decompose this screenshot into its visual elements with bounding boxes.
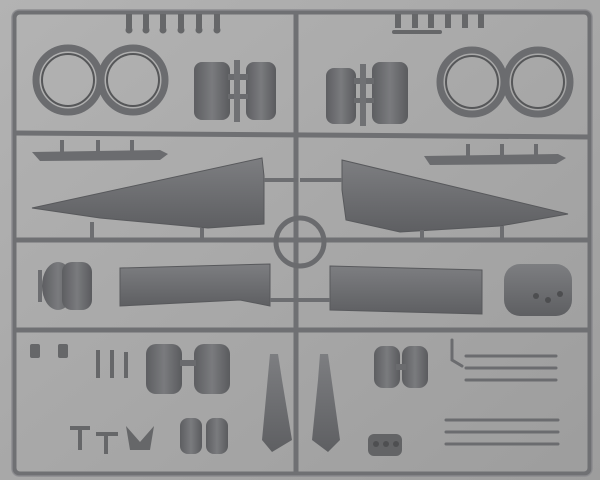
middle-gate-left (270, 298, 300, 302)
right-long-panel (341, 159, 569, 233)
left-fin (262, 354, 292, 452)
left-intake-ring-inner (41, 53, 160, 107)
top-left-skid (32, 140, 168, 161)
bottom-right-rods (444, 338, 560, 446)
bottom-center-cluster (368, 434, 402, 456)
left-engine-part (38, 262, 92, 310)
middle-gate-right (300, 298, 330, 302)
panel-gates (90, 178, 504, 240)
top-right-skid (424, 144, 566, 165)
bottom-left-small-parts (30, 344, 154, 454)
top-small-parts (125, 14, 484, 34)
bottom-left-wheel-pair (146, 344, 230, 394)
right-fin (312, 354, 340, 452)
center-ring (273, 215, 327, 269)
top-right-wheel-pair (326, 62, 408, 126)
sprue-frame-shadow (11, 9, 593, 477)
bottom-right-wheel-pair (374, 346, 428, 388)
right-engine-barrel (504, 264, 572, 316)
left-middle-panel (119, 263, 271, 307)
sprue-frame (11, 9, 593, 477)
left-long-panel (31, 157, 265, 229)
top-left-wheel-pair (194, 60, 276, 122)
bottom-small-wheel-pair (180, 418, 228, 454)
left-intake-ring (32, 44, 169, 116)
right-middle-panel (329, 265, 483, 315)
right-intake-ring (436, 46, 574, 118)
right-intake-ring-inner (445, 55, 565, 109)
